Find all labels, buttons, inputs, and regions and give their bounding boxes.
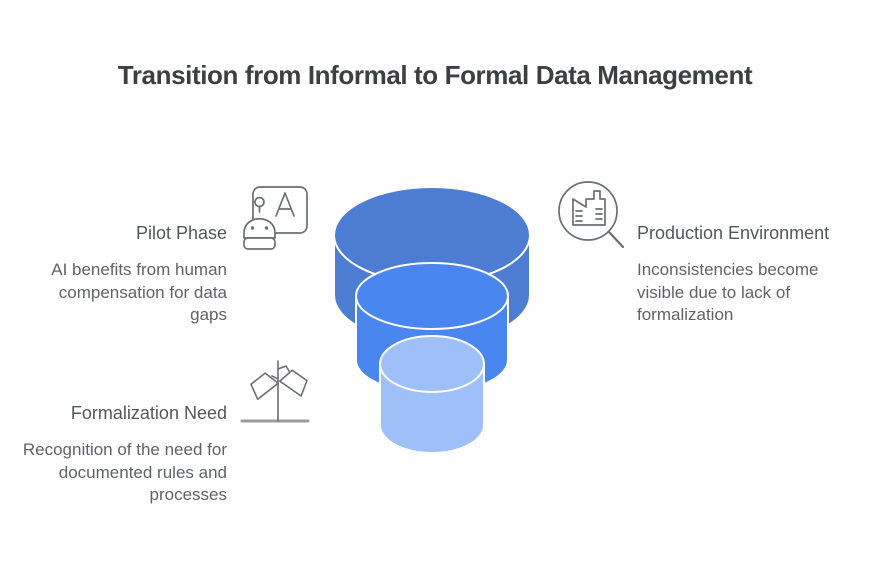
item-description: Recognition of the need for documented r…: [22, 440, 227, 504]
item-description: Inconsistencies become visible due to la…: [637, 260, 819, 324]
item-pilot-phase: Pilot Phase AI benefits from human compe…: [20, 222, 227, 327]
item-label: Pilot Phase: [135, 223, 227, 243]
funnel-segment-bottom: [379, 335, 485, 454]
item-label: Formalization Need: [70, 403, 227, 423]
magnifier-factory-icon: [555, 179, 627, 251]
robot-language-icon: [240, 183, 310, 251]
item-formalization-need: Formalization Need Recognition of the ne…: [20, 402, 227, 507]
item-production-environment: Production Environment Inconsistencies b…: [637, 222, 852, 327]
lamp-post-icon: [240, 358, 310, 424]
item-description: AI benefits from human compensation for …: [51, 260, 227, 324]
item-label: Production Environment: [637, 223, 830, 243]
page-title: Transition from Informal to Formal Data …: [117, 60, 753, 90]
